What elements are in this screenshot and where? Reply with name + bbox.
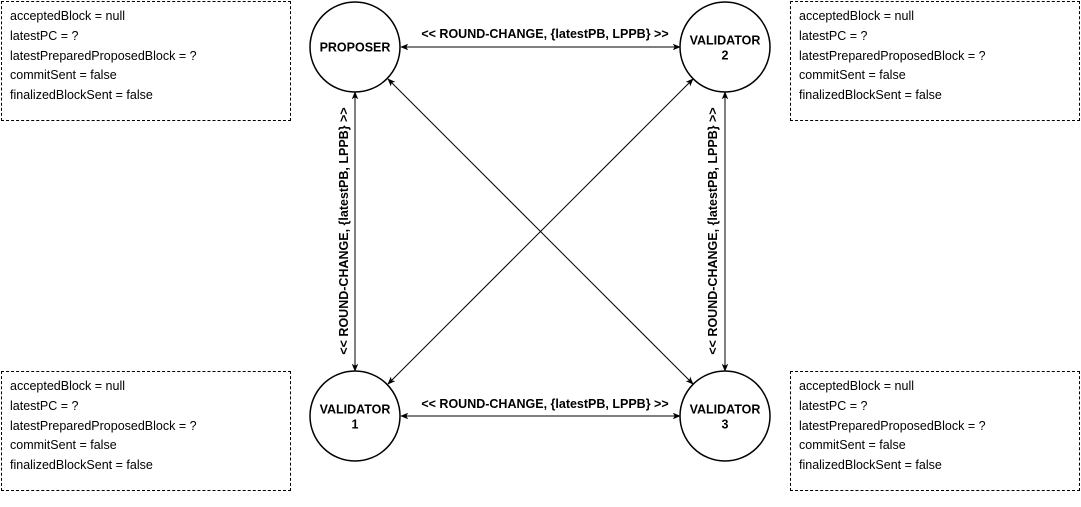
state-commit-sent: commitSent = false — [10, 438, 117, 453]
node-validator-2: VALIDATOR 2 — [679, 1, 771, 93]
state-latest-prepared-proposed-block: latestPreparedProposedBlock = ? — [10, 418, 197, 433]
state-latest-prepared-proposed-block: latestPreparedProposedBlock = ? — [799, 48, 986, 63]
state-box-validator-1: acceptedBlock = null latestPC = ? latest… — [1, 371, 291, 491]
state-accepted-block: acceptedBlock = null — [10, 9, 126, 23]
state-finalized-block-sent: finalizedBlockSent = false — [10, 88, 153, 103]
state-box-proposer: acceptedBlock = null latestPC = ? latest… — [1, 1, 291, 121]
state-finalized-block-sent: finalizedBlockSent = false — [10, 458, 153, 473]
state-latest-prepared-proposed-block: latestPreparedProposedBlock = ? — [799, 418, 986, 433]
node-label: VALIDATOR — [690, 403, 761, 417]
node-number: 2 — [722, 49, 729, 63]
state-latest-pc: latestPC = ? — [10, 28, 79, 43]
node-number: 1 — [352, 418, 359, 432]
state-latest-prepared-proposed-block: latestPreparedProposedBlock = ? — [10, 48, 197, 63]
state-commit-sent: commitSent = false — [10, 68, 117, 83]
state-accepted-block: acceptedBlock = null — [10, 379, 126, 393]
state-finalized-block-sent: finalizedBlockSent = false — [799, 458, 942, 473]
state-latest-pc: latestPC = ? — [10, 398, 79, 413]
edge-label-bottom: << ROUND-CHANGE, {latestPB, LPPB} >> — [421, 397, 668, 411]
state-box-validator-3: acceptedBlock = null latestPC = ? latest… — [790, 371, 1080, 491]
node-label: VALIDATOR — [690, 34, 761, 48]
node-label: VALIDATOR — [320, 403, 391, 417]
edge-label-left: << ROUND-CHANGE, {latestPB, LPPB} >> — [337, 107, 351, 354]
edge-label-right: << ROUND-CHANGE, {latestPB, LPPB} >> — [706, 107, 720, 354]
state-finalized-block-sent: finalizedBlockSent = false — [799, 88, 942, 103]
state-latest-pc: latestPC = ? — [799, 28, 868, 43]
node-validator-1: VALIDATOR 1 — [309, 370, 401, 462]
state-commit-sent: commitSent = false — [799, 438, 906, 453]
edge-label-top: << ROUND-CHANGE, {latestPB, LPPB} >> — [421, 27, 668, 41]
node-proposer: PROPOSER — [309, 1, 401, 93]
state-latest-pc: latestPC = ? — [799, 398, 868, 413]
edge-validator-2-validator-1 — [387, 78, 694, 385]
node-label: PROPOSER — [320, 41, 391, 55]
state-accepted-block: acceptedBlock = null — [799, 379, 915, 393]
state-commit-sent: commitSent = false — [799, 68, 906, 83]
state-accepted-block: acceptedBlock = null — [799, 9, 915, 23]
state-box-validator-2: acceptedBlock = null latestPC = ? latest… — [790, 1, 1080, 121]
node-validator-3: VALIDATOR 3 — [679, 370, 771, 462]
node-number: 3 — [722, 418, 729, 432]
